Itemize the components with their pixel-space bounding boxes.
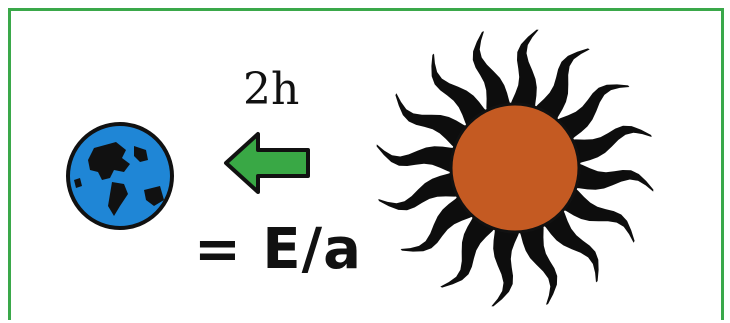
diagram-frame [8,8,724,320]
label-2h: 2h [243,64,300,115]
sun-ray [440,212,498,288]
sun-ray [395,93,471,151]
sun-ray [532,48,590,124]
sun-rays [376,29,654,307]
sun-ray [540,205,599,283]
sun-ray [431,53,490,131]
sun-ray [378,171,463,211]
earth-icon [66,122,174,230]
arrow-left-icon [224,132,310,194]
sun-ray [472,31,512,116]
sun-ray [400,193,478,252]
sun-ray [518,220,558,305]
sun-ray [571,162,654,192]
sun-icon [376,29,654,307]
sun-ray [509,29,539,113]
sun-ray [376,144,459,174]
sun-disk [449,102,581,234]
sun-ray [552,84,630,143]
sun-ray [491,224,521,307]
sun-ray [567,125,652,165]
sun-ray [559,185,635,243]
label-energy-ratio: = E/a [194,217,362,282]
